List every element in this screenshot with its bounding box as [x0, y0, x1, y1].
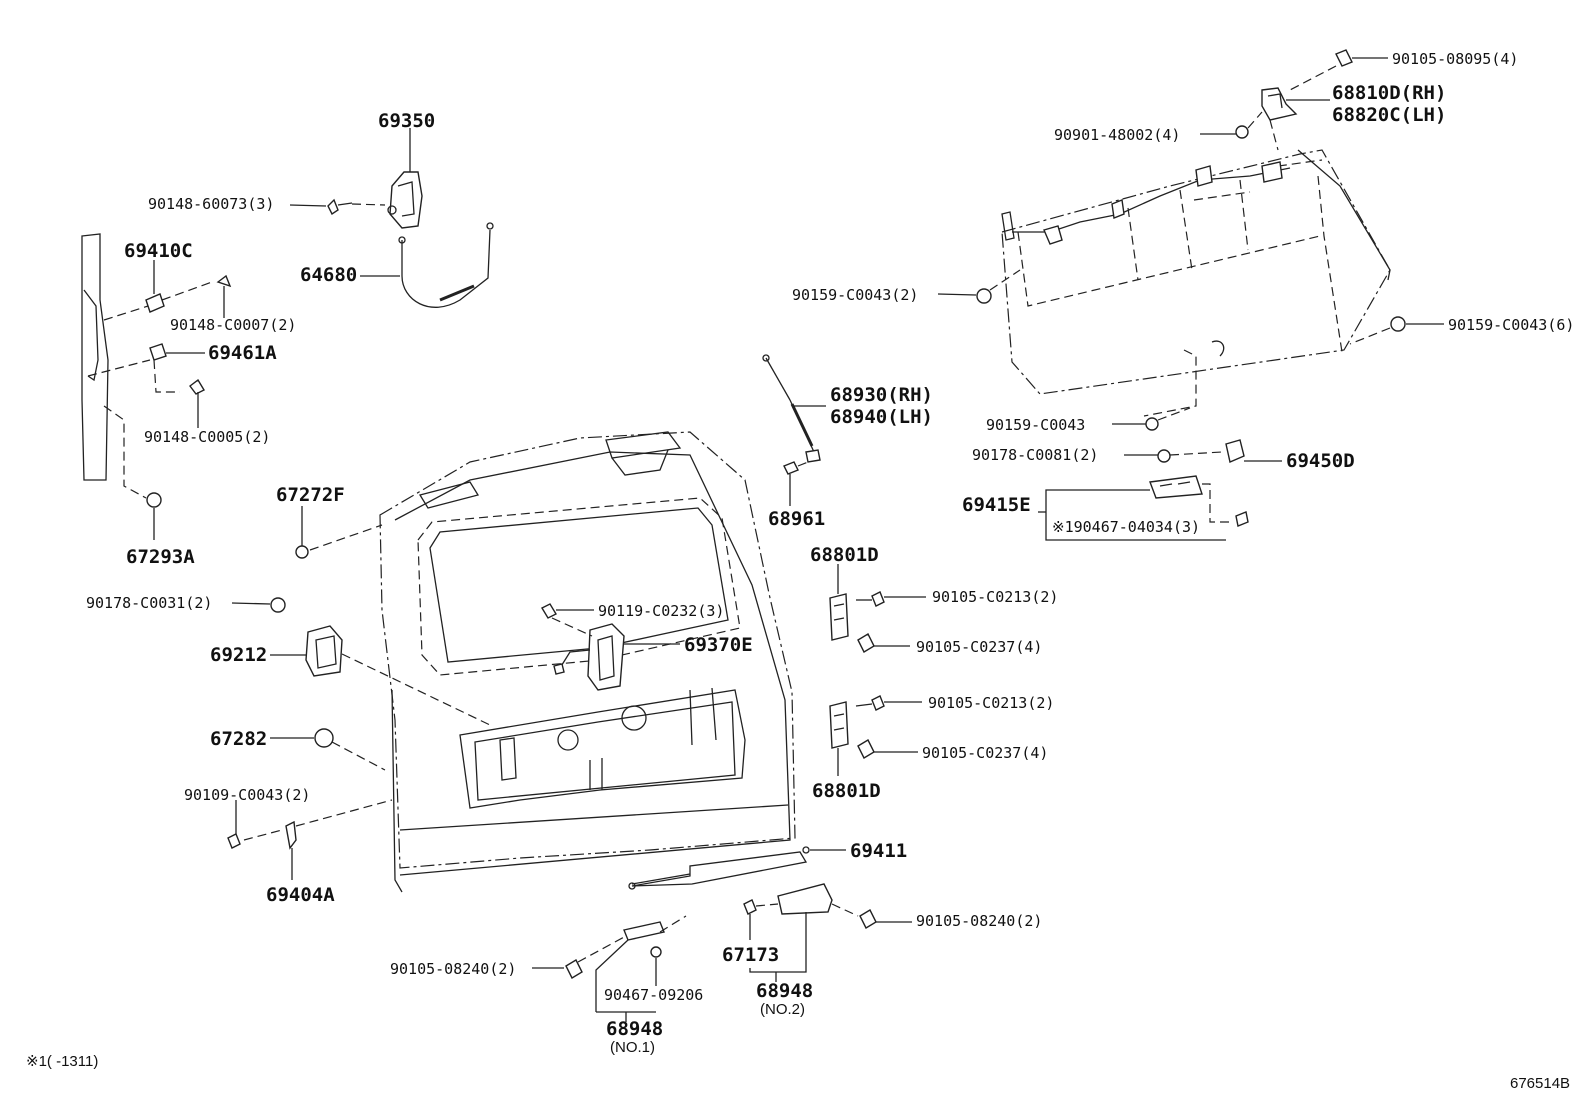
label-90467-09206[interactable]: 90467-09206: [604, 986, 704, 1004]
lock-assembly-69350: [289, 128, 423, 229]
label-69461A[interactable]: 69461A: [208, 342, 277, 364]
label-90178-C0081[interactable]: 90178-C0081(2): [972, 446, 1099, 464]
label-69212[interactable]: 69212: [210, 644, 268, 666]
label-68948-no1-sub: (NO.1): [610, 1039, 655, 1056]
label-69450D[interactable]: 69450D: [1286, 450, 1355, 472]
label-69411[interactable]: 69411: [850, 840, 908, 862]
label-90105-08240-right[interactable]: 90105-08240(2): [916, 912, 1043, 930]
handle-69370E: [541, 603, 680, 691]
hinge-68801D-upper: [829, 564, 926, 653]
label-67293A[interactable]: 67293A: [126, 546, 195, 568]
cable-64680: [360, 222, 494, 308]
label-68948-no2-sub: (NO.2): [760, 1001, 805, 1018]
left-fasteners: [227, 506, 491, 880]
label-68810D-rh[interactable]: 68810D(RH): [1332, 82, 1447, 104]
label-68948-no2[interactable]: 68948: [756, 980, 814, 1002]
bracket-68948-no1: [532, 915, 687, 1022]
label-64680[interactable]: 64680: [300, 264, 358, 286]
label-90148-60073[interactable]: 90148-60073(3): [148, 195, 275, 213]
hinge-68801D-lower: [829, 695, 922, 776]
bracket-column-69410C: [81, 233, 232, 540]
label-90105-C0237-lower[interactable]: 90105-C0237(4): [922, 744, 1049, 762]
bracket-68948-no2: [743, 883, 912, 982]
label-68801D-lower[interactable]: 68801D: [812, 780, 881, 802]
label-68940-lh[interactable]: 68940(LH): [830, 406, 933, 428]
label-90148-C0007[interactable]: 90148-C0007(2): [170, 316, 297, 334]
label-90467-04034[interactable]: ※190467-04034(3): [1052, 518, 1201, 536]
label-69370E[interactable]: 69370E: [684, 634, 753, 656]
label-69415E[interactable]: 69415E: [962, 494, 1031, 516]
label-69404A[interactable]: 69404A: [266, 884, 335, 906]
label-67272F[interactable]: 67272F: [276, 484, 345, 506]
trim-panel: [937, 49, 1444, 431]
label-90119-C0232[interactable]: 90119-C0232(3): [598, 602, 725, 620]
label-90105-C0237-upper[interactable]: 90105-C0237(4): [916, 638, 1043, 656]
strut-69411: [628, 846, 846, 890]
label-90109-C0043[interactable]: 90109-C0043(2): [184, 786, 311, 804]
back-door-panel: [379, 431, 796, 893]
label-68801D-upper[interactable]: 68801D: [810, 544, 879, 566]
label-90901-48002[interactable]: 90901-48002(4): [1054, 126, 1181, 144]
label-67282[interactable]: 67282: [210, 728, 268, 750]
label-68961[interactable]: 68961: [768, 508, 826, 530]
label-90105-C0213-upper[interactable]: 90105-C0213(2): [932, 588, 1059, 606]
label-69410C[interactable]: 69410C: [124, 240, 193, 262]
strut-68930: [762, 354, 826, 506]
label-67173[interactable]: 67173: [722, 944, 780, 966]
trim-clips-69415E: [1038, 439, 1282, 541]
label-69350[interactable]: 69350: [378, 110, 436, 132]
diagram-id: 676514B: [1510, 1075, 1571, 1092]
label-90159-C0043[interactable]: 90159-C0043: [986, 416, 1086, 434]
label-90105-C0213-lower[interactable]: 90105-C0213(2): [928, 694, 1055, 712]
label-68930-rh[interactable]: 68930(RH): [830, 384, 933, 406]
footnote: ※1( -1311): [26, 1053, 99, 1070]
label-68820C-lh[interactable]: 68820C(LH): [1332, 104, 1447, 126]
label-90148-C0005[interactable]: 90148-C0005(2): [144, 428, 271, 446]
label-90178-C0031[interactable]: 90178-C0031(2): [86, 594, 213, 612]
label-90159-C0043-6[interactable]: 90159-C0043(6): [1448, 316, 1575, 334]
label-68948-no1[interactable]: 68948: [606, 1018, 664, 1040]
label-90105-08095[interactable]: 90105-08095(4): [1392, 50, 1519, 68]
label-90105-08240-left[interactable]: 90105-08240(2): [390, 960, 517, 978]
label-90159-C0043-2[interactable]: 90159-C0043(2): [792, 286, 919, 304]
